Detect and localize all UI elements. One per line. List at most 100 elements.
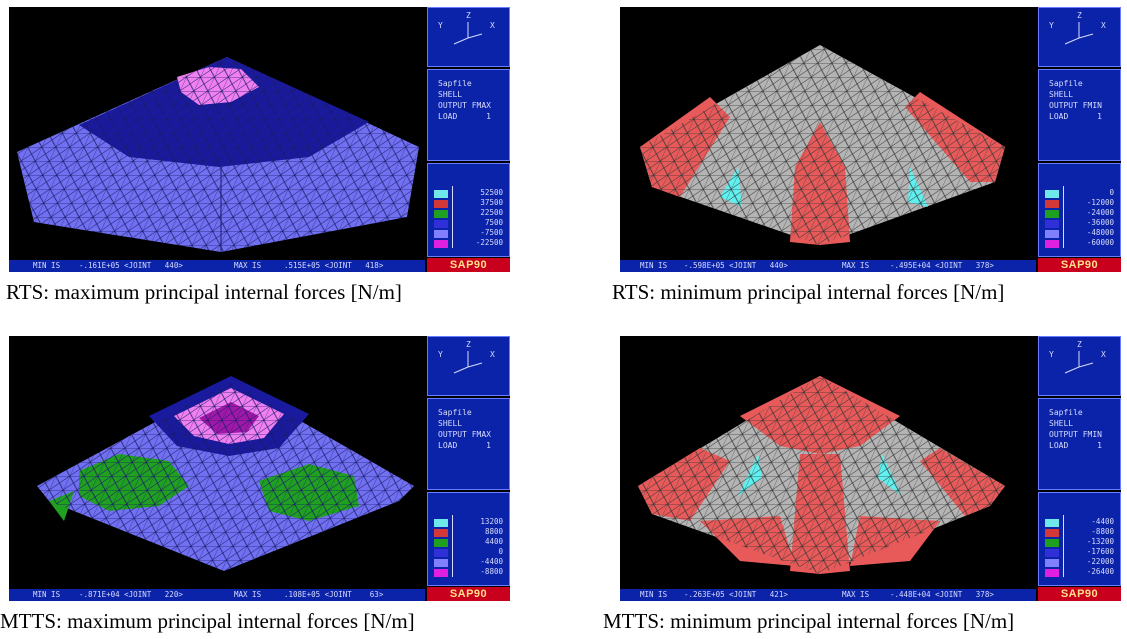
output-type: OUTPUT FMIN [1049,101,1102,110]
legend-value: -7500 [480,228,503,237]
legend-value: 8800 [484,527,503,536]
legend-swatch [434,240,448,248]
max-value: .108E+05 <JOINT 63> [284,590,384,599]
legend-value: -22500 [475,238,503,247]
legend-swatch [434,519,448,527]
sap90-logo: SAP90 [1038,258,1121,272]
legend-swatch [1045,210,1059,218]
plot-panel-mtts-fmax: MIN IS -.871E+04 <JOINT 220> MAX IS .108… [9,336,510,601]
min-label: MIN IS [33,261,61,270]
output-info: Sapfile SHELL OUTPUT FMIN LOAD 1 [1038,398,1121,490]
file-name: Sapfile [438,79,472,88]
min-value: -.161E+05 <JOINT 440> [79,261,183,270]
min-value: -.598E+05 <JOINT 440> [684,261,788,270]
output-info: Sapfile SHELL OUTPUT FMIN LOAD 1 [1038,69,1121,161]
legend-value: -24000 [1086,208,1114,217]
color-legend: 13200 8800 4400 0 -4400 -8800 [427,492,510,586]
shell-contour-view [9,336,425,601]
file-name: Sapfile [1049,79,1083,88]
min-label: MIN IS [640,261,668,270]
axes-indicator: Z Y X [1038,7,1121,67]
load-case: LOAD 1 [1049,112,1102,121]
side-panel: Z Y X Sapfile SHELL OUTPUT FMAX LOAD 1 5… [427,7,510,272]
plot-panel-mtts-fmin: MIN IS -.263E+05 <JOINT 421> MAX IS -.44… [620,336,1121,601]
min-value: -.871E+04 <JOINT 220> [79,590,183,599]
load-case: LOAD 1 [438,441,491,450]
legend-swatch [1045,529,1059,537]
legend-value: 37500 [480,198,503,207]
legend-value: -8800 [1091,527,1114,536]
axes-indicator: Z Y X [427,336,510,396]
caption: MTTS: maximum principal internal forces … [0,609,415,633]
sap90-logo: SAP90 [1038,587,1121,601]
side-panel: Z Y X Sapfile SHELL OUTPUT FMAX LOAD 1 1… [427,336,510,601]
legend-swatch [1045,240,1059,248]
axis-x-label: X [490,350,495,359]
file-name: Sapfile [438,408,472,417]
axis-x-label: X [1101,350,1106,359]
side-panel: Z Y X Sapfile SHELL OUTPUT FMIN LOAD 1 0… [1038,7,1121,272]
legend-swatch [434,569,448,577]
legend-swatch [434,230,448,238]
max-value: -.495E+04 <JOINT 378> [890,261,994,270]
legend-value: -17600 [1086,547,1114,556]
axes-indicator: Z Y X [1038,336,1121,396]
legend-value: -4400 [1091,517,1114,526]
max-value: .515E+05 <JOINT 418> [284,261,384,270]
load-case: LOAD 1 [438,112,491,121]
max-label: MAX IS [842,590,870,599]
legend-value: 13200 [480,517,503,526]
legend-swatch [1045,569,1059,577]
color-legend: -4400 -8800 -13200 -17600 -22000 -26400 [1038,492,1121,586]
legend-value: 4400 [484,537,503,546]
file-name: Sapfile [1049,408,1083,417]
status-bar: MIN IS -.161E+05 <JOINT 440> MAX IS .515… [9,260,425,272]
axis-z-label: Z [466,11,471,20]
axis-y-label: Y [438,350,443,359]
plot-panel-rts-fmax: MIN IS -.161E+05 <JOINT 440> MAX IS .515… [9,7,510,272]
min-label: MIN IS [640,590,668,599]
side-panel: Z Y X Sapfile SHELL OUTPUT FMIN LOAD 1 -… [1038,336,1121,601]
legend-swatch [434,190,448,198]
legend-value: -8800 [480,567,503,576]
shell-contour-view [620,7,1036,272]
legend-swatch [434,220,448,228]
legend-swatch [434,529,448,537]
axis-z-label: Z [1077,340,1082,349]
sap90-logo: SAP90 [427,587,510,601]
status-bar: MIN IS -.871E+04 <JOINT 220> MAX IS .108… [9,589,425,601]
min-label: MIN IS [33,590,61,599]
sap90-logo: SAP90 [427,258,510,272]
plot-panel-rts-fmin: MIN IS -.598E+05 <JOINT 440> MAX IS -.49… [620,7,1121,272]
legend-value: 0 [1109,188,1114,197]
legend-swatch [1045,549,1059,557]
output-type: OUTPUT FMAX [438,101,491,110]
legend-value: -36000 [1086,218,1114,227]
max-label: MAX IS [234,261,262,270]
axis-z-label: Z [466,340,471,349]
min-value: -.263E+05 <JOINT 421> [684,590,788,599]
element-type: SHELL [1049,90,1074,99]
legend-value: 0 [498,547,503,556]
axis-z-label: Z [1077,11,1082,20]
element-type: SHELL [438,419,463,428]
legend-swatch [1045,519,1059,527]
legend-swatch [1045,559,1059,567]
legend-value: -60000 [1086,238,1114,247]
legend-swatch [1045,220,1059,228]
output-info: Sapfile SHELL OUTPUT FMAX LOAD 1 [427,69,510,161]
caption: MTTS: minimum principal internal forces … [603,609,1015,633]
shell-contour-view [9,7,425,272]
axis-y-label: Y [438,21,443,30]
legend-value: -48000 [1086,228,1114,237]
legend-value: 52500 [480,188,503,197]
legend-swatch [1045,190,1059,198]
element-type: SHELL [438,90,463,99]
caption: RTS: minimum principal internal forces [… [612,280,1005,304]
legend-value: 22500 [480,208,503,217]
max-label: MAX IS [234,590,262,599]
legend-swatch [1045,200,1059,208]
legend-value: -13200 [1086,537,1114,546]
max-value: -.448E+04 <JOINT 378> [890,590,994,599]
output-type: OUTPUT FMIN [1049,430,1102,439]
